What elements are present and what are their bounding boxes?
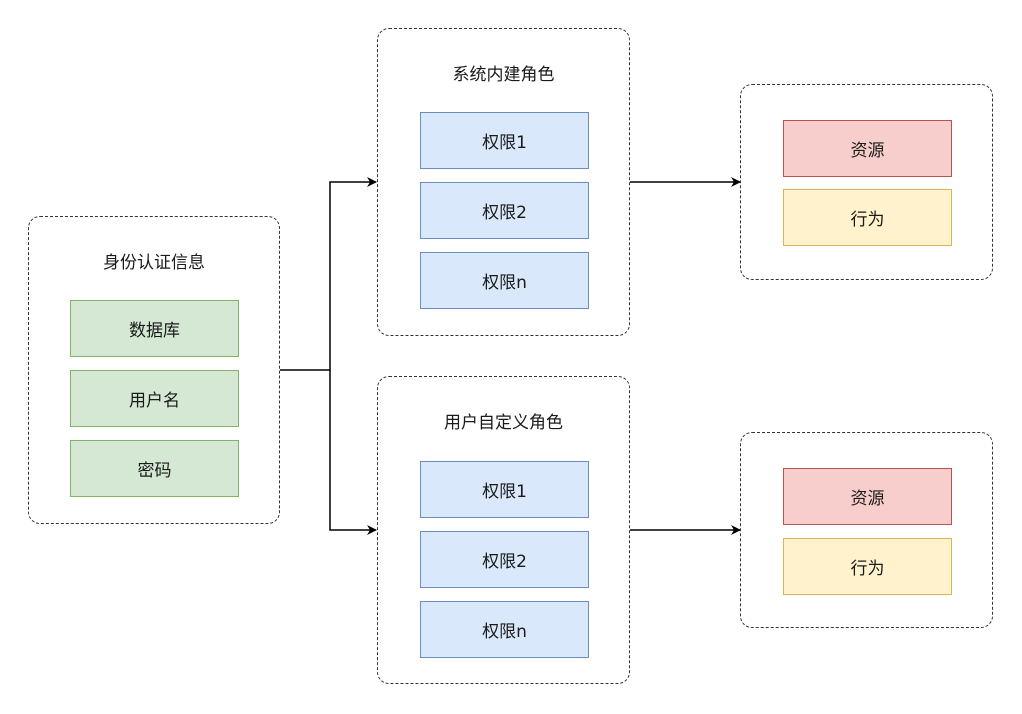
builtin-role-group: 系统内建角色 权限1 权限2 权限n [377,28,630,336]
builtin-permission-1: 权限1 [420,112,589,169]
custom-target-action: 行为 [783,538,952,595]
custom-role-title: 用户自定义角色 [444,413,563,433]
builtin-role-title: 系统内建角色 [452,65,555,85]
edge-identity-to-builtin-role [280,177,377,371]
identity-item-password: 密码 [70,440,239,497]
builtin-target-resource: 资源 [783,120,952,177]
builtin-permission-n: 权限n [420,252,589,309]
builtin-permission-2: 权限2 [420,182,589,239]
custom-permission-2: 权限2 [420,531,589,588]
builtin-targets-group: 资源 行为 [740,84,993,280]
builtin-target-action: 行为 [783,189,952,246]
custom-permission-1: 权限1 [420,461,589,518]
edge-identity-to-custom-role [329,370,377,535]
identity-item-database: 数据库 [70,300,239,357]
custom-targets-group: 资源 行为 [740,432,993,628]
custom-target-resource: 资源 [783,468,952,525]
identity-item-username: 用户名 [70,370,239,427]
identity-group-title: 身份认证信息 [103,253,205,273]
identity-group: 身份认证信息 数据库 用户名 密码 [28,216,280,524]
custom-role-group: 用户自定义角色 权限1 权限2 权限n [377,376,630,684]
custom-permission-n: 权限n [420,601,589,658]
